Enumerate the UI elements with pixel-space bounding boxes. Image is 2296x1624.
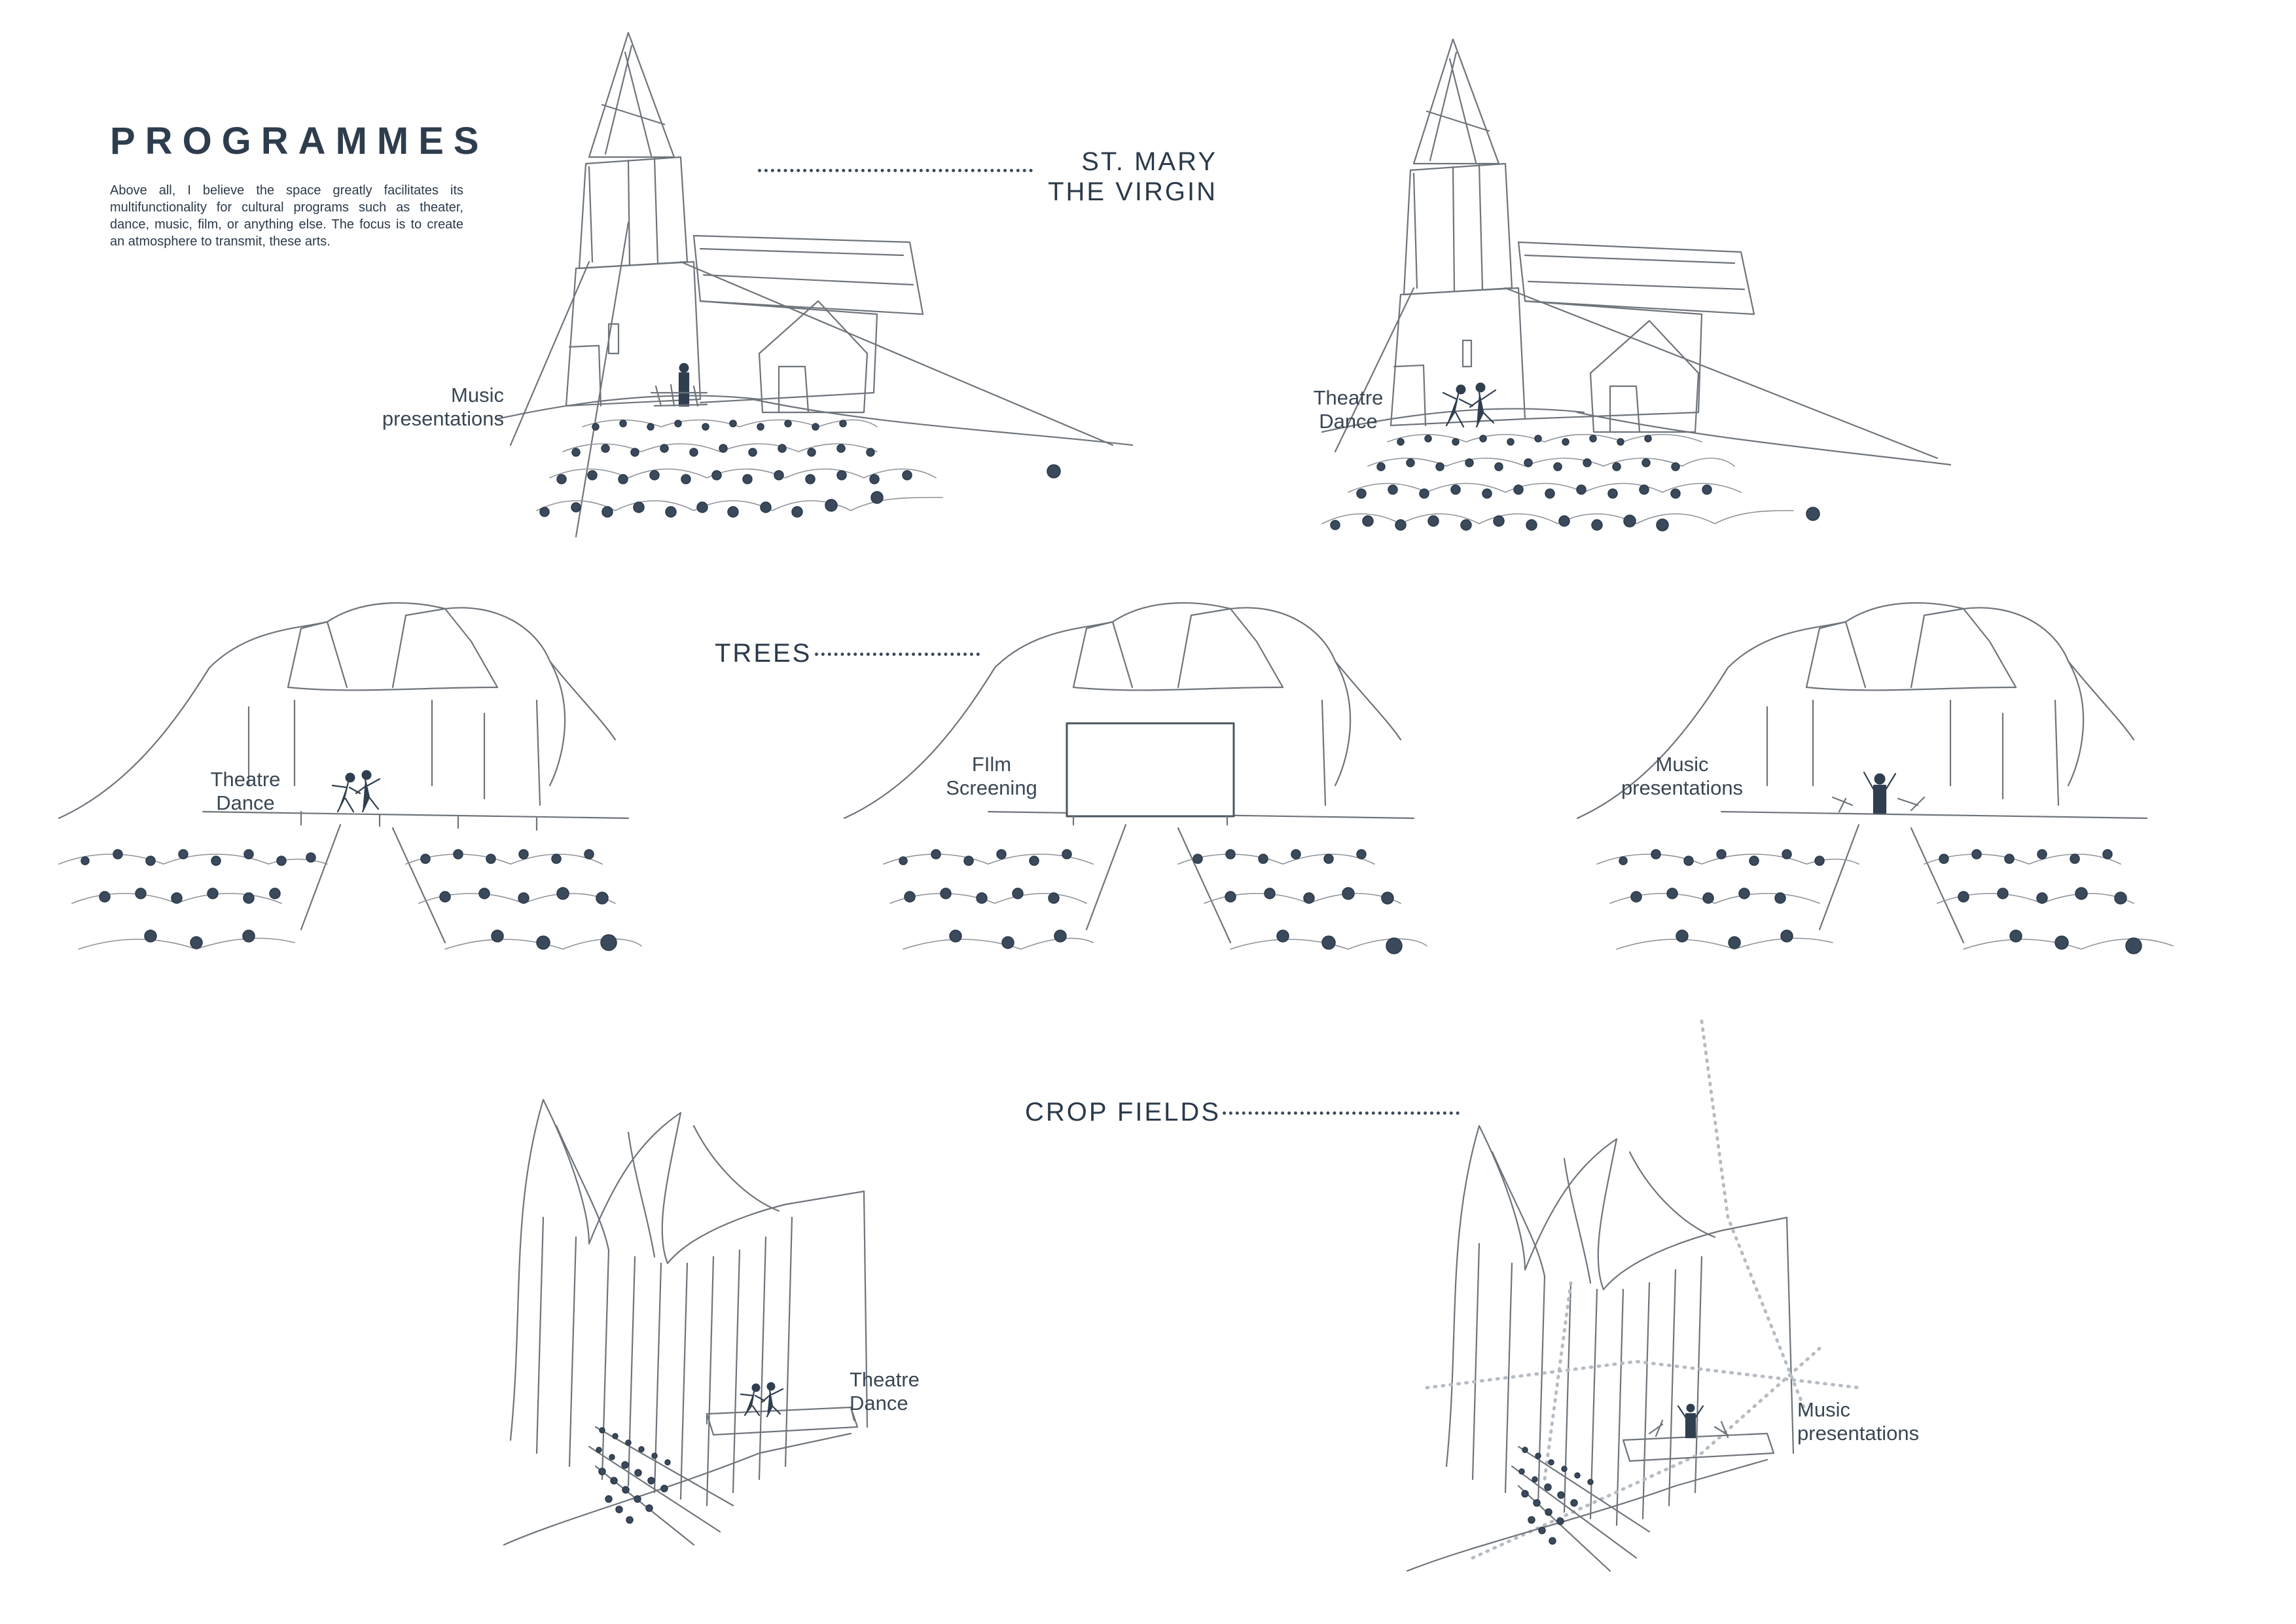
crops-conductor: [1677, 1403, 1704, 1439]
caption-trees-film-line2: Screening: [946, 776, 1037, 799]
caption-trees-music: Music presentations: [1600, 753, 1764, 800]
caption-trees-film: FIlm Screening: [926, 753, 1057, 800]
trees-theatre-sketch: [58, 602, 642, 951]
caption-trees-film-line1: FIlm: [971, 753, 1012, 776]
caption-crops-theatre-line2: Dance: [850, 1392, 908, 1415]
section-label-trees: TREES: [715, 639, 812, 668]
caption-crops-music-line1: Music: [1797, 1398, 1850, 1421]
church-dancers: [1442, 382, 1497, 428]
intro-paragraph: Above all, I believe the space greatly f…: [110, 183, 463, 249]
section-label-st-mary-line1: ST. MARY: [1081, 147, 1217, 176]
church-music-sketch: [496, 31, 1134, 538]
caption-trees-music-line2: presentations: [1621, 776, 1744, 799]
caption-crops-music: Music presentations: [1797, 1398, 1967, 1445]
church-leader-line: [758, 169, 1033, 172]
trees-theatre-audience: [81, 849, 617, 951]
caption-church-theatre: Theatre Dance: [1283, 386, 1414, 433]
trees-dancers: [331, 770, 381, 813]
caption-crops-theatre-line1: Theatre: [850, 1368, 920, 1391]
caption-church-music-line1: Music: [451, 384, 504, 406]
church-music-audience: [539, 420, 1061, 518]
crops-dancers: [740, 1382, 784, 1418]
page-title: PROGRAMMES: [110, 120, 489, 162]
section-label-crop-fields: CROP FIELDS: [1025, 1098, 1221, 1127]
trees-leader-line: [815, 653, 980, 656]
crops-leader-line: [1223, 1111, 1460, 1115]
caption-trees-music-line1: Music: [1655, 753, 1709, 776]
film-screen: [1066, 722, 1235, 818]
church-theatre-audience: [1330, 435, 1820, 532]
trees-conductor: [1863, 771, 1897, 814]
trees-music-audience: [1619, 849, 2142, 954]
section-label-st-mary: ST. MARY THE VIRGIN: [1021, 147, 1217, 207]
trees-film-audience: [899, 849, 1403, 954]
section-label-st-mary-line2: THE VIRGIN: [1048, 177, 1217, 206]
caption-crops-theatre: Theatre Dance: [850, 1368, 980, 1415]
caption-crops-music-line2: presentations: [1797, 1422, 1920, 1445]
trees-film-sketch: [843, 602, 1427, 954]
crops-music-sketch: [1406, 1019, 1861, 1572]
trees-music-sketch: [1576, 602, 2174, 954]
crops-theatre-sketch: [503, 1098, 869, 1546]
caption-trees-theatre: Theatre Dance: [183, 768, 308, 815]
caption-church-music-line2: presentations: [382, 407, 504, 430]
crops-theatre-audience: [596, 1427, 671, 1524]
caption-church-music: Music presentations: [314, 384, 504, 431]
caption-church-theatre-line2: Dance: [1319, 410, 1378, 433]
caption-trees-theatre-line2: Dance: [216, 791, 275, 814]
caption-church-theatre-line1: Theatre: [1313, 386, 1384, 409]
caption-trees-theatre-line1: Theatre: [210, 768, 281, 791]
church-theatre-sketch: [1321, 38, 1952, 532]
crops-music-audience: [1518, 1447, 1594, 1545]
